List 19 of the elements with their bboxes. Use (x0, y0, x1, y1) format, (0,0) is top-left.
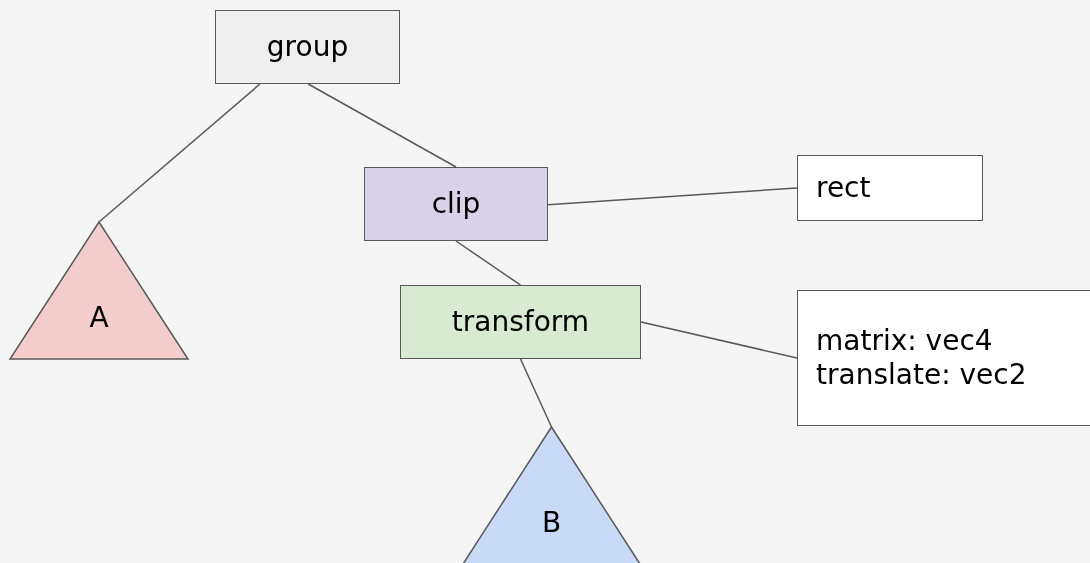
properties-box (797, 290, 1090, 426)
connector-line (455, 240, 522, 286)
node-label: transform (451, 305, 590, 339)
node-label: rect (816, 171, 871, 205)
connector-line (640, 321, 798, 359)
node-label: group (266, 30, 349, 64)
rect-box (797, 155, 983, 221)
connector-line (98, 83, 261, 223)
clip-box (364, 167, 548, 241)
group-box (215, 10, 400, 84)
node-label: matrix: vec4 (816, 324, 993, 358)
connector-line (307, 83, 457, 168)
node-label: translate: vec2 (816, 358, 1027, 392)
node-label: A (89, 301, 109, 335)
node-label: B (541, 506, 562, 540)
connector-line (519, 358, 553, 428)
transform-box (400, 285, 641, 359)
node-label: clip (431, 187, 481, 221)
connector-line (547, 187, 798, 206)
